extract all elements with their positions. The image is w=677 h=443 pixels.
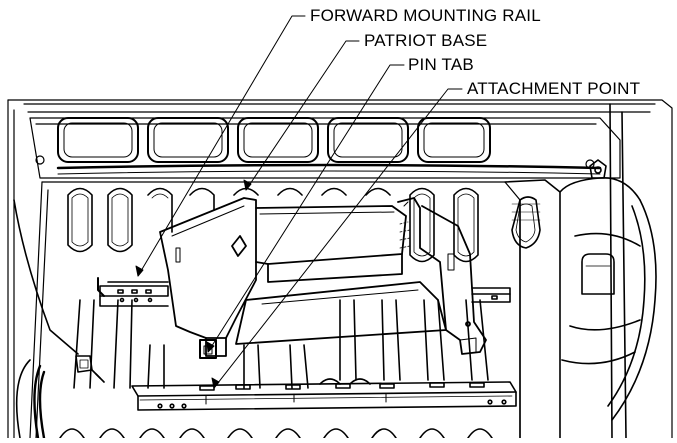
leader-pin-tab [208, 65, 404, 352]
callout-forward-mounting-rail: FORWARD MOUNTING RAIL [309, 6, 542, 25]
forward-mounting-rail [98, 278, 510, 306]
floor-corrugations [60, 189, 492, 439]
leader-patriot-base [246, 41, 359, 190]
callout-attachment-point: ATTACHMENT POINT [466, 79, 642, 98]
callout-pin-tab: PIN TAB [407, 55, 475, 74]
leader-forward-mounting-rail [138, 16, 305, 276]
leader-attachment-point [214, 89, 462, 388]
attachment-rail [132, 382, 516, 410]
left-bedside [14, 200, 104, 438]
leader-lines [136, 16, 462, 388]
patriot-base [160, 198, 486, 358]
front-wall-pockets [58, 118, 490, 162]
front-wall [8, 100, 672, 438]
right-bedside [505, 104, 656, 438]
callout-patriot-base: PATRIOT BASE [363, 31, 489, 50]
